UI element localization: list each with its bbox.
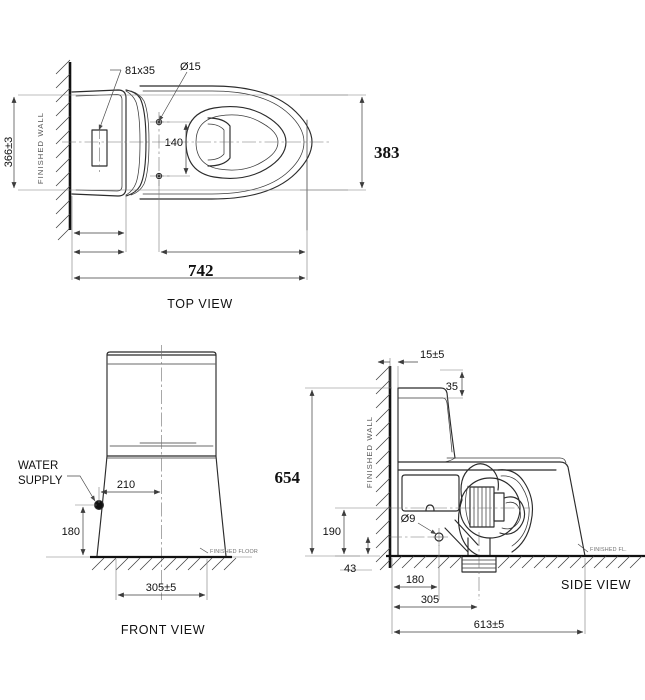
front-view-group: FINISHED FLOOR WATER SUPPLY 210 180 xyxy=(18,345,258,637)
water-supply-label-line1: WATER xyxy=(18,460,58,472)
side-view-group: FINISHED WALL xyxy=(275,349,645,635)
front-view-floor-label: FINISHED FLOOR xyxy=(210,549,258,555)
dim-180-side: 180 xyxy=(391,542,440,600)
side-view-flush-valve-box xyxy=(401,474,460,512)
dim-140: 140 xyxy=(162,121,190,177)
dim-15pm5: 15±5 xyxy=(377,349,444,388)
dim-180-side-label: 180 xyxy=(406,574,424,586)
dim-383: 383 xyxy=(300,94,400,191)
dim-210-label: 210 xyxy=(117,479,135,491)
leader-81x35: 81x35 xyxy=(98,65,155,131)
dim-305pm5: 305±5 xyxy=(115,559,208,600)
side-view-wall-label: FINISHED WALL xyxy=(365,416,374,488)
top-view-tank-bowl-joint xyxy=(125,89,150,197)
top-view-bolt-holes xyxy=(150,112,170,186)
dim-654: 654 xyxy=(275,387,392,557)
leader-dia15-label: Ø15 xyxy=(180,61,201,73)
side-view-bowl-body xyxy=(397,457,586,557)
dim-383-label: 383 xyxy=(374,143,400,162)
dim-180-front: 180 xyxy=(62,504,97,556)
dim-305: 305 xyxy=(393,594,478,610)
leader-81x35-label: 81x35 xyxy=(125,65,155,77)
dim-190: 190 xyxy=(323,507,392,557)
leader-dia15: Ø15 xyxy=(158,61,201,122)
dim-613pm5: 613±5 xyxy=(391,558,586,635)
side-view-finished-wall: FINISHED WALL xyxy=(365,365,392,571)
leader-water-supply: WATER SUPPLY xyxy=(18,460,96,502)
top-view-seat-ring xyxy=(185,106,287,179)
front-view-title: FRONT VIEW xyxy=(121,623,205,637)
dim-35-label: 35 xyxy=(446,381,458,393)
side-view-finished-floor: FINISHED FL. xyxy=(386,543,645,569)
water-supply-label-line2: SUPPLY xyxy=(18,475,63,487)
dim-742-label: 742 xyxy=(188,261,214,280)
dim-43-label: 43 xyxy=(344,563,356,575)
top-view-wall-label: FINISHED WALL xyxy=(36,112,45,184)
dim-43: 43 xyxy=(340,536,372,575)
dim-742: 742 xyxy=(71,180,308,281)
side-view-title: SIDE VIEW xyxy=(561,578,631,592)
side-view-trapway xyxy=(457,463,534,557)
top-view-tank-outline xyxy=(71,89,127,197)
dim-305-label: 305 xyxy=(421,594,439,606)
dim-180-front-label: 180 xyxy=(62,526,80,538)
side-view-floor-outlet xyxy=(444,519,497,573)
side-view-floor-label: FINISHED FL. xyxy=(590,547,627,553)
leader-dia9-label: Ø9 xyxy=(401,513,416,525)
dim-35: 35 xyxy=(440,369,465,399)
dim-654-label: 654 xyxy=(275,468,301,487)
top-view-group: FINISHED WALL xyxy=(3,59,400,311)
front-view-finished-floor: FINISHED FLOOR xyxy=(46,547,258,571)
dim-305pm5-label: 305±5 xyxy=(146,582,177,594)
dim-366: 366±3 xyxy=(3,94,348,191)
top-view-title: TOP VIEW xyxy=(167,297,232,311)
dim-210: 210 xyxy=(98,479,161,503)
dim-366-label: 366±3 xyxy=(3,137,15,168)
side-view-tank xyxy=(397,387,456,463)
top-view-finished-wall: FINISHED WALL xyxy=(36,59,72,241)
dim-15pm5-label: 15±5 xyxy=(420,349,444,361)
dim-190-label: 190 xyxy=(323,526,341,538)
leader-dia9: Ø9 xyxy=(401,513,437,535)
dim-613pm5-label: 613±5 xyxy=(474,619,505,631)
dim-140-label: 140 xyxy=(165,137,183,149)
top-view-flush-button xyxy=(91,125,108,172)
